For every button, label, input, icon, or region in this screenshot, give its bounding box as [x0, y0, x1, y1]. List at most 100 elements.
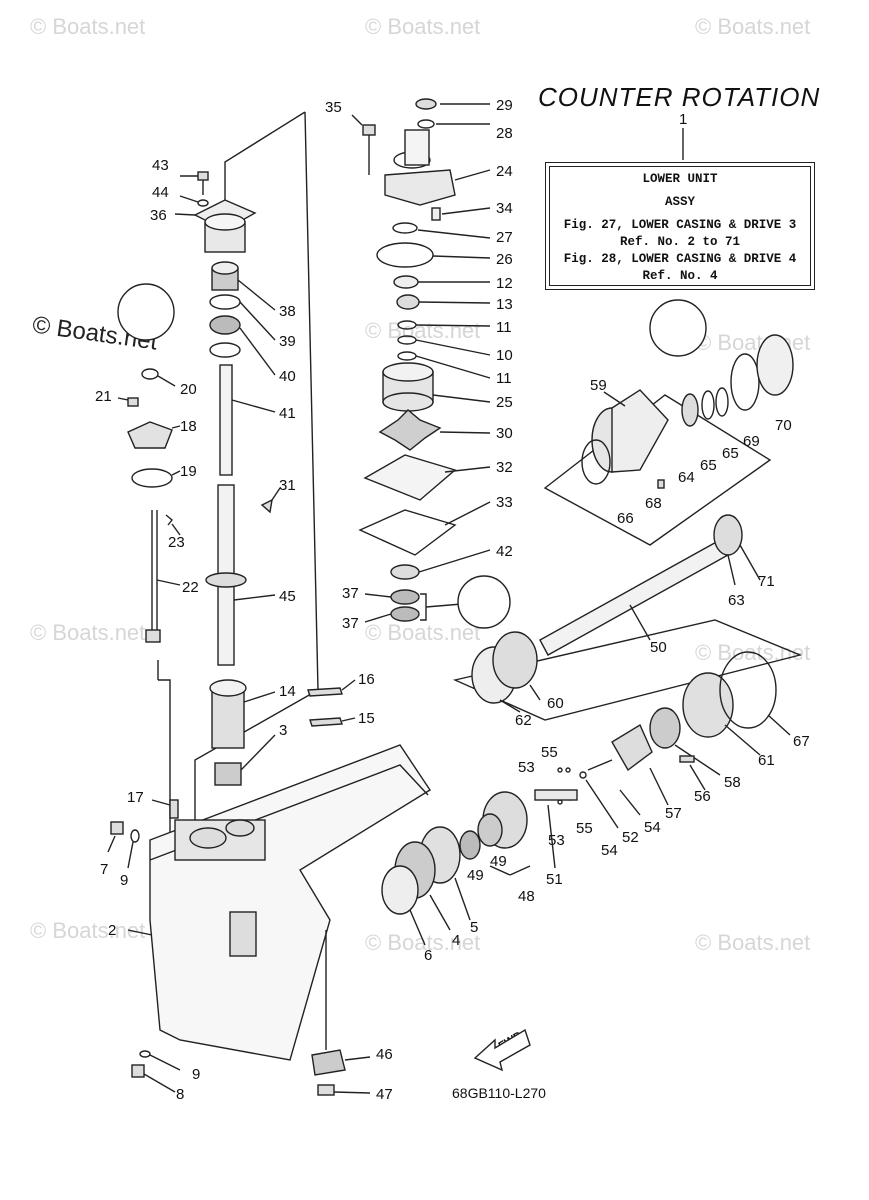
part-number-28: 28	[496, 125, 513, 142]
part-number-41: 41	[279, 405, 296, 422]
part-number-18: 18	[180, 418, 197, 435]
part-number-14: 14	[279, 683, 296, 700]
part-number-22: 22	[182, 579, 199, 596]
bearing-64	[681, 393, 699, 427]
part-number-44: 44	[152, 184, 169, 201]
part-number-21: 21	[95, 388, 112, 405]
bolt-43	[180, 171, 209, 195]
part-number-54: 54	[601, 842, 618, 859]
housing-36	[174, 199, 257, 253]
part-number-13: 13	[496, 296, 513, 313]
ref-callout-number: 1	[679, 111, 687, 128]
part-number-42: 42	[496, 543, 513, 560]
part-20	[141, 368, 159, 380]
o-ring-41	[209, 342, 241, 358]
ref-line-4: Ref. No. 2 to 71	[619, 235, 741, 249]
diagram-code: 68GB110-L270	[452, 1085, 546, 1101]
water-pump-housing	[384, 98, 491, 221]
washer-11b	[397, 351, 417, 361]
part-number-49: 49	[467, 867, 484, 884]
bearing-49c	[459, 830, 481, 860]
drive-shaft	[205, 364, 276, 666]
diagram-title: COUNTER ROTATION	[538, 82, 821, 112]
part-number-15: 15	[358, 710, 375, 727]
part-number-70: 70	[775, 417, 792, 434]
nut-47	[317, 1084, 335, 1096]
spacer-60	[492, 631, 538, 689]
pin-16	[307, 687, 343, 697]
detail-circle-37	[457, 575, 511, 629]
part-number-27: 27	[496, 229, 513, 246]
part-number-32: 32	[496, 459, 513, 476]
part-number-63: 63	[728, 592, 745, 609]
washer-44	[197, 199, 209, 207]
key-68	[657, 479, 665, 489]
ref-line-6: Ref. No. 4	[642, 269, 718, 283]
part-number-2: 2	[108, 922, 116, 939]
guide-line	[224, 111, 306, 200]
part-number-9: 9	[192, 1066, 200, 1083]
ref-line-2: ASSY	[664, 195, 695, 209]
bearing-37a	[390, 589, 420, 605]
seal-65b	[715, 387, 729, 417]
part-number-39: 39	[279, 333, 296, 350]
part-number-36: 36	[150, 207, 167, 224]
detail-circle-64	[649, 299, 707, 357]
key-31	[260, 498, 273, 514]
plunger-51	[534, 789, 578, 801]
part-number-60: 60	[547, 695, 564, 712]
part-number-48: 48	[518, 888, 535, 905]
part-number-20: 20	[180, 381, 197, 398]
propeller-shaft-50	[539, 514, 761, 656]
part-number-66: 66	[617, 510, 634, 527]
part-number-3: 3	[279, 722, 287, 739]
propeller-shaft-housing-59	[591, 389, 669, 473]
clutch-57	[611, 723, 653, 772]
part-number-46: 46	[376, 1046, 393, 1063]
part-number-50: 50	[650, 639, 667, 656]
part-number-59: 59	[590, 377, 607, 394]
o-ring-27	[392, 222, 418, 234]
part-number-64: 64	[678, 469, 695, 486]
part-number-57: 57	[665, 805, 682, 822]
part-number-37: 37	[342, 615, 359, 632]
shim-6	[381, 865, 419, 915]
part-number-52: 52	[622, 829, 639, 846]
part-number-55: 55	[541, 744, 558, 761]
part-number-5: 5	[470, 919, 478, 936]
part-number-12: 12	[496, 275, 513, 292]
part-number-24: 24	[496, 163, 513, 180]
part-number-56: 56	[694, 788, 711, 805]
part-number-9: 9	[120, 872, 128, 889]
gasket-26	[376, 242, 434, 268]
fwd-arrow-icon	[473, 1028, 531, 1072]
key-10	[397, 335, 417, 345]
part-number-25: 25	[496, 394, 513, 411]
impeller-30	[378, 409, 491, 451]
ref-line-3: Fig. 27, LOWER CASING & DRIVE 3	[563, 218, 797, 232]
part-number-31: 31	[279, 477, 296, 494]
part-number-19: 19	[180, 463, 197, 480]
ball-52	[579, 771, 587, 779]
shim-67	[719, 651, 777, 729]
screw-8	[131, 1064, 145, 1078]
o-ring-19	[131, 468, 173, 488]
part-number-65: 65	[722, 445, 739, 462]
bolt-35	[351, 114, 376, 175]
part-number-34: 34	[496, 200, 513, 217]
bearing-37b	[390, 606, 420, 622]
part-13	[396, 294, 420, 310]
o-ring-66	[581, 439, 611, 485]
part-number-38: 38	[279, 303, 296, 320]
detail-circle-20	[117, 283, 175, 341]
pinion-46	[311, 1049, 371, 1076]
part-number-61: 61	[758, 752, 775, 769]
part-number-51: 51	[546, 871, 563, 888]
part-number-16: 16	[358, 671, 375, 688]
part-number-67: 67	[793, 733, 810, 750]
bearing-3	[214, 762, 242, 786]
part-number-37: 37	[342, 585, 359, 602]
